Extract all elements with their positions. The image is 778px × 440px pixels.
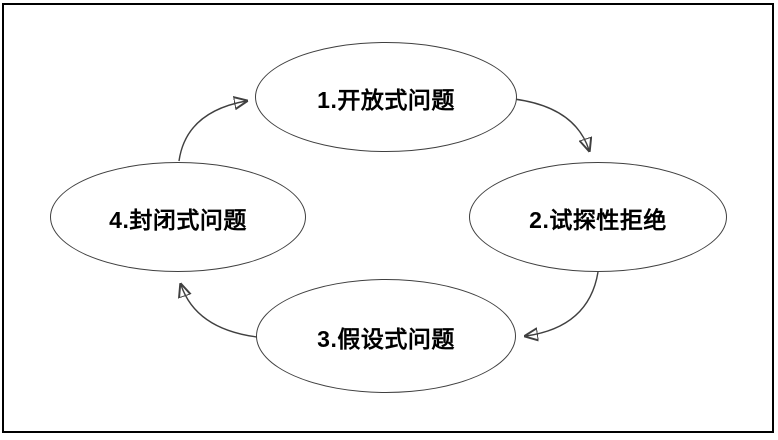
node-tentative-refusal-label: 2.试探性拒绝 xyxy=(529,207,667,233)
node-closed-question: 4.封闭式问题 xyxy=(50,162,306,272)
node-hypothetical-question: 3.假设式问题 xyxy=(256,279,516,393)
node-closed-question-label: 4.封闭式问题 xyxy=(109,207,247,233)
node-tentative-refusal: 2.试探性拒绝 xyxy=(469,162,727,272)
node-hypothetical-question-label: 3.假设式问题 xyxy=(317,326,455,352)
node-open-ended-question-label: 1.开放式问题 xyxy=(317,87,455,113)
node-open-ended-question: 1.开放式问题 xyxy=(255,42,517,152)
